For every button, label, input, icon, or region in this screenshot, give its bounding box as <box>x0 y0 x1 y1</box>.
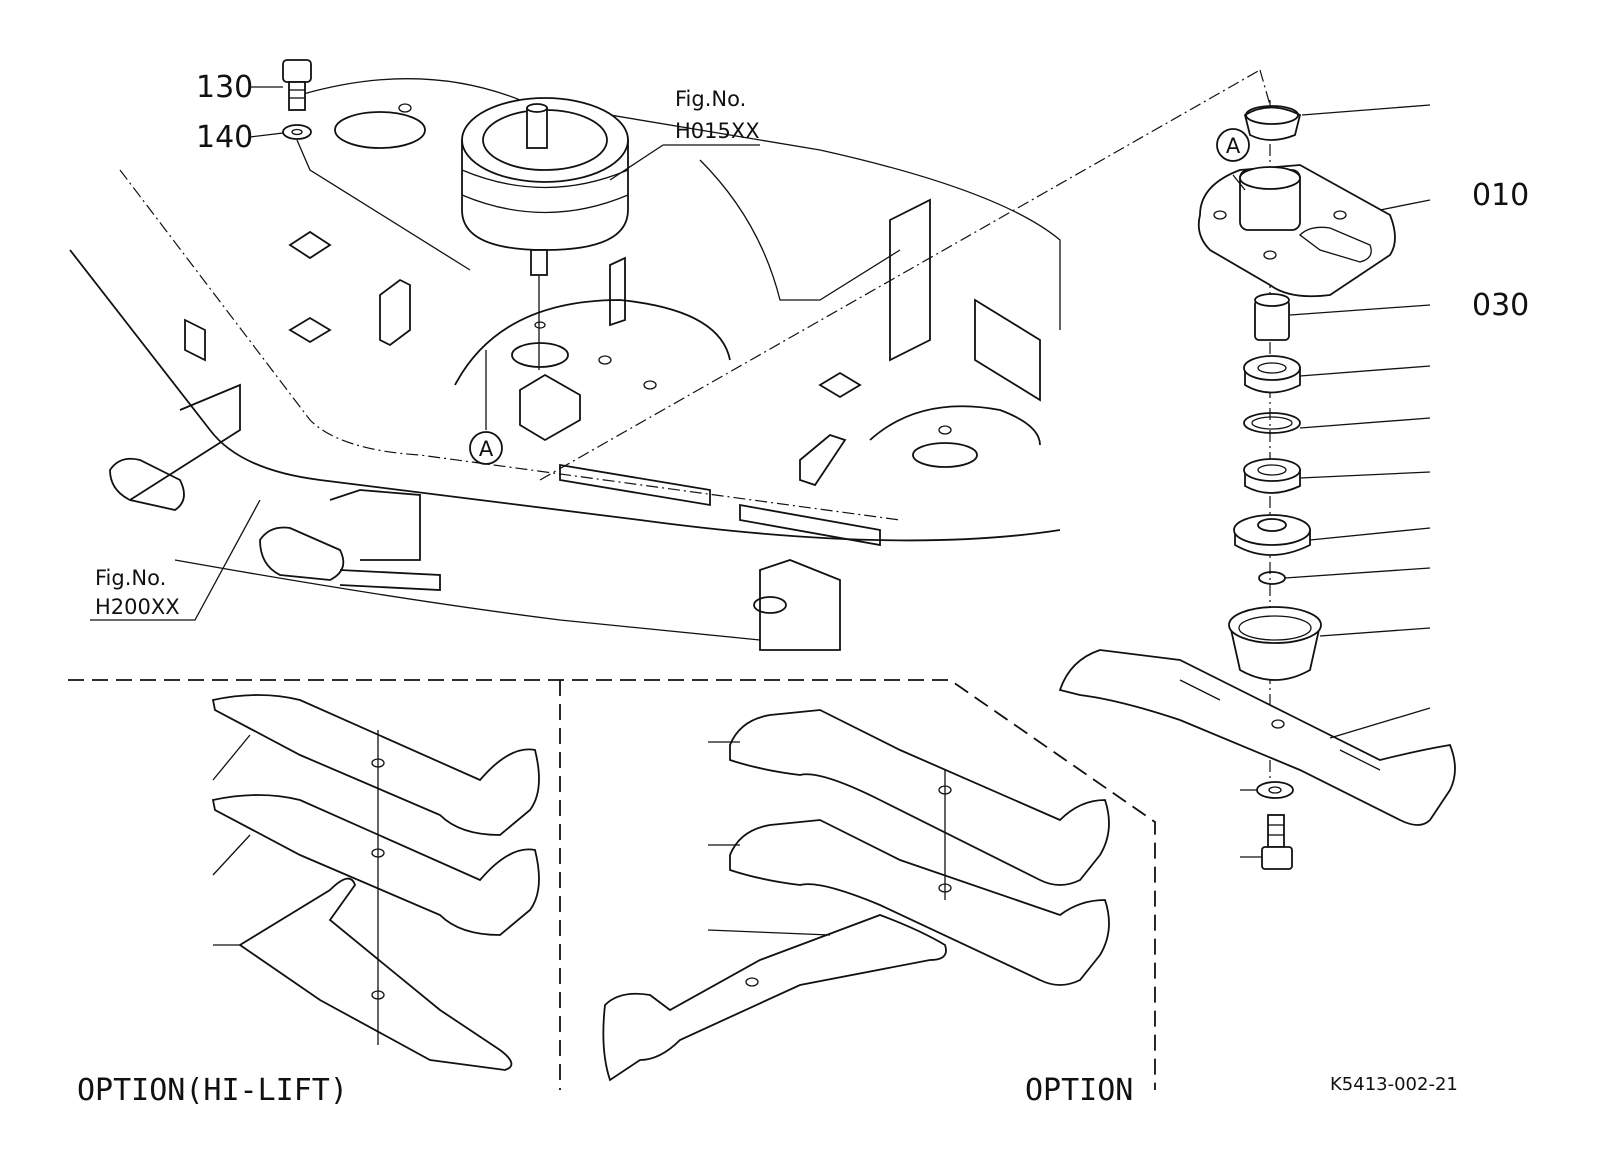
callout-a-left: A <box>469 431 503 465</box>
hi-lift-blades <box>211 694 540 1071</box>
svg-text:A: A <box>1226 134 1241 158</box>
bolt-130 <box>282 59 312 111</box>
drawing-code: K5413-002-21 <box>1330 1074 1458 1095</box>
fig-ref-h200-line2: H200XX <box>95 595 180 619</box>
svg-text:A: A <box>479 437 494 461</box>
part-label-010: 010 <box>1472 178 1529 213</box>
fig-ref-h015-line1: Fig.No. <box>675 87 746 111</box>
part-label-030: 030 <box>1472 288 1529 323</box>
section-label-option: OPTION <box>1025 1073 1133 1108</box>
section-label-hi-lift: OPTION(HI-LIFT) <box>77 1073 348 1108</box>
washer-140 <box>282 124 471 271</box>
spindle-pulley <box>461 97 629 370</box>
fig-ref-h015-line2: H015XX <box>675 119 760 143</box>
part-label-130: 130 <box>196 70 253 105</box>
option-blades <box>602 709 1110 1082</box>
reference-leaders <box>90 86 1246 621</box>
callout-a-right: A <box>1216 128 1250 162</box>
section-dividers <box>68 679 1156 1090</box>
spindle-assembly <box>1058 100 1456 870</box>
fig-ref-h200-line1: Fig.No. <box>95 566 166 590</box>
part-label-140: 140 <box>196 120 253 155</box>
mower-deck <box>69 69 1271 651</box>
